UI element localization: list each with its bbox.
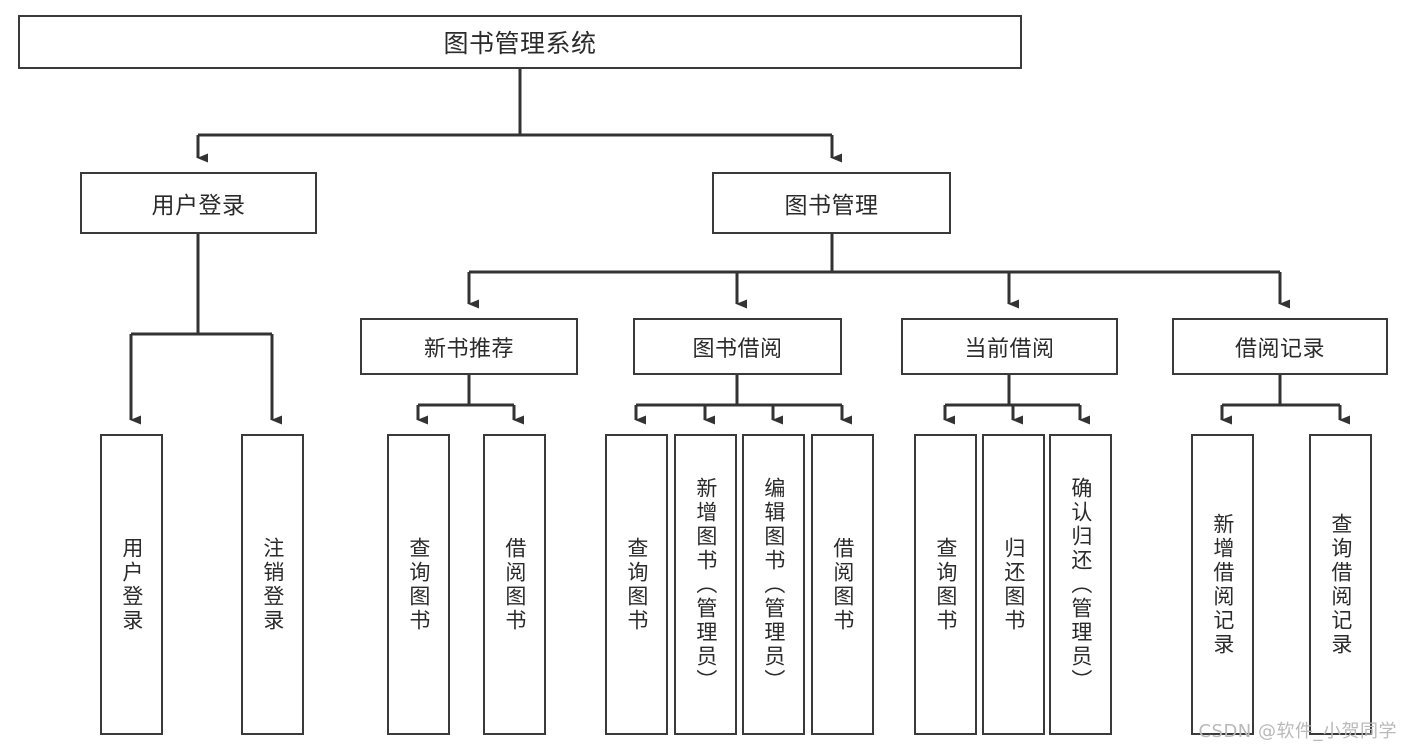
node-label: 当前借阅 [964, 336, 1055, 362]
leaf-new-book-query-books[interactable]: 查询图书 [387, 434, 450, 735]
node-label: 注销登录 [260, 536, 285, 633]
node-label: 新增借阅记录 [1210, 512, 1235, 657]
node-current-borrowing[interactable]: 当前借阅 [901, 318, 1118, 375]
leaf-current-borrow-query-books[interactable]: 查询图书 [914, 434, 977, 735]
leaf-borrow-record-query-record[interactable]: 查询借阅记录 [1309, 434, 1372, 735]
node-label: 图书管理 [784, 193, 879, 219]
node-label: 编辑图书（管理员） [761, 476, 786, 693]
csdn-watermark: CSDN @软件_小贺同学 [1198, 721, 1397, 742]
node-label: 查询图书 [933, 536, 958, 633]
leaf-book-borrow-borrow-books[interactable]: 借阅图书 [811, 434, 874, 735]
node-new-book-recommendation[interactable]: 新书推荐 [360, 318, 578, 375]
node-user-login[interactable]: 用户登录 [80, 172, 317, 234]
leaf-borrow-record-add-record[interactable]: 新增借阅记录 [1191, 434, 1254, 735]
leaf-user-login-sign-in[interactable]: 用户登录 [100, 434, 163, 735]
node-label: 归还图书 [1001, 536, 1026, 633]
node-borrowing-record[interactable]: 借阅记录 [1172, 318, 1388, 375]
leaf-book-borrow-query-books[interactable]: 查询图书 [605, 434, 668, 735]
node-label: 查询借阅记录 [1328, 512, 1353, 657]
node-label: 新书推荐 [423, 336, 514, 362]
node-label: 借阅图书 [830, 536, 855, 633]
node-label: 用户登录 [151, 193, 246, 219]
node-label: 用户登录 [119, 536, 144, 633]
leaf-user-login-sign-out[interactable]: 注销登录 [241, 434, 304, 735]
node-book-management[interactable]: 图书管理 [712, 172, 951, 234]
node-label: 图书借阅 [692, 336, 783, 362]
node-label: 图书管理系统 [443, 29, 597, 58]
node-label: 借阅图书 [502, 536, 527, 633]
node-label: 确认归还（管理员） [1068, 476, 1093, 693]
node-root-book-management-system[interactable]: 图书管理系统 [18, 15, 1022, 69]
leaf-current-borrow-confirm-return-admin[interactable]: 确认归还（管理员） [1049, 434, 1112, 735]
node-label: 查询图书 [406, 536, 431, 633]
node-label: 查询图书 [624, 536, 649, 633]
leaf-book-borrow-edit-book-admin[interactable]: 编辑图书（管理员） [742, 434, 805, 735]
leaf-new-book-borrow-books[interactable]: 借阅图书 [483, 434, 546, 735]
leaf-book-borrow-add-book-admin[interactable]: 新增图书（管理员） [674, 434, 737, 735]
node-label: 新增图书（管理员） [693, 476, 718, 693]
node-book-borrowing[interactable]: 图书借阅 [633, 318, 842, 375]
leaf-current-borrow-return-books[interactable]: 归还图书 [982, 434, 1045, 735]
node-label: 借阅记录 [1234, 336, 1325, 362]
